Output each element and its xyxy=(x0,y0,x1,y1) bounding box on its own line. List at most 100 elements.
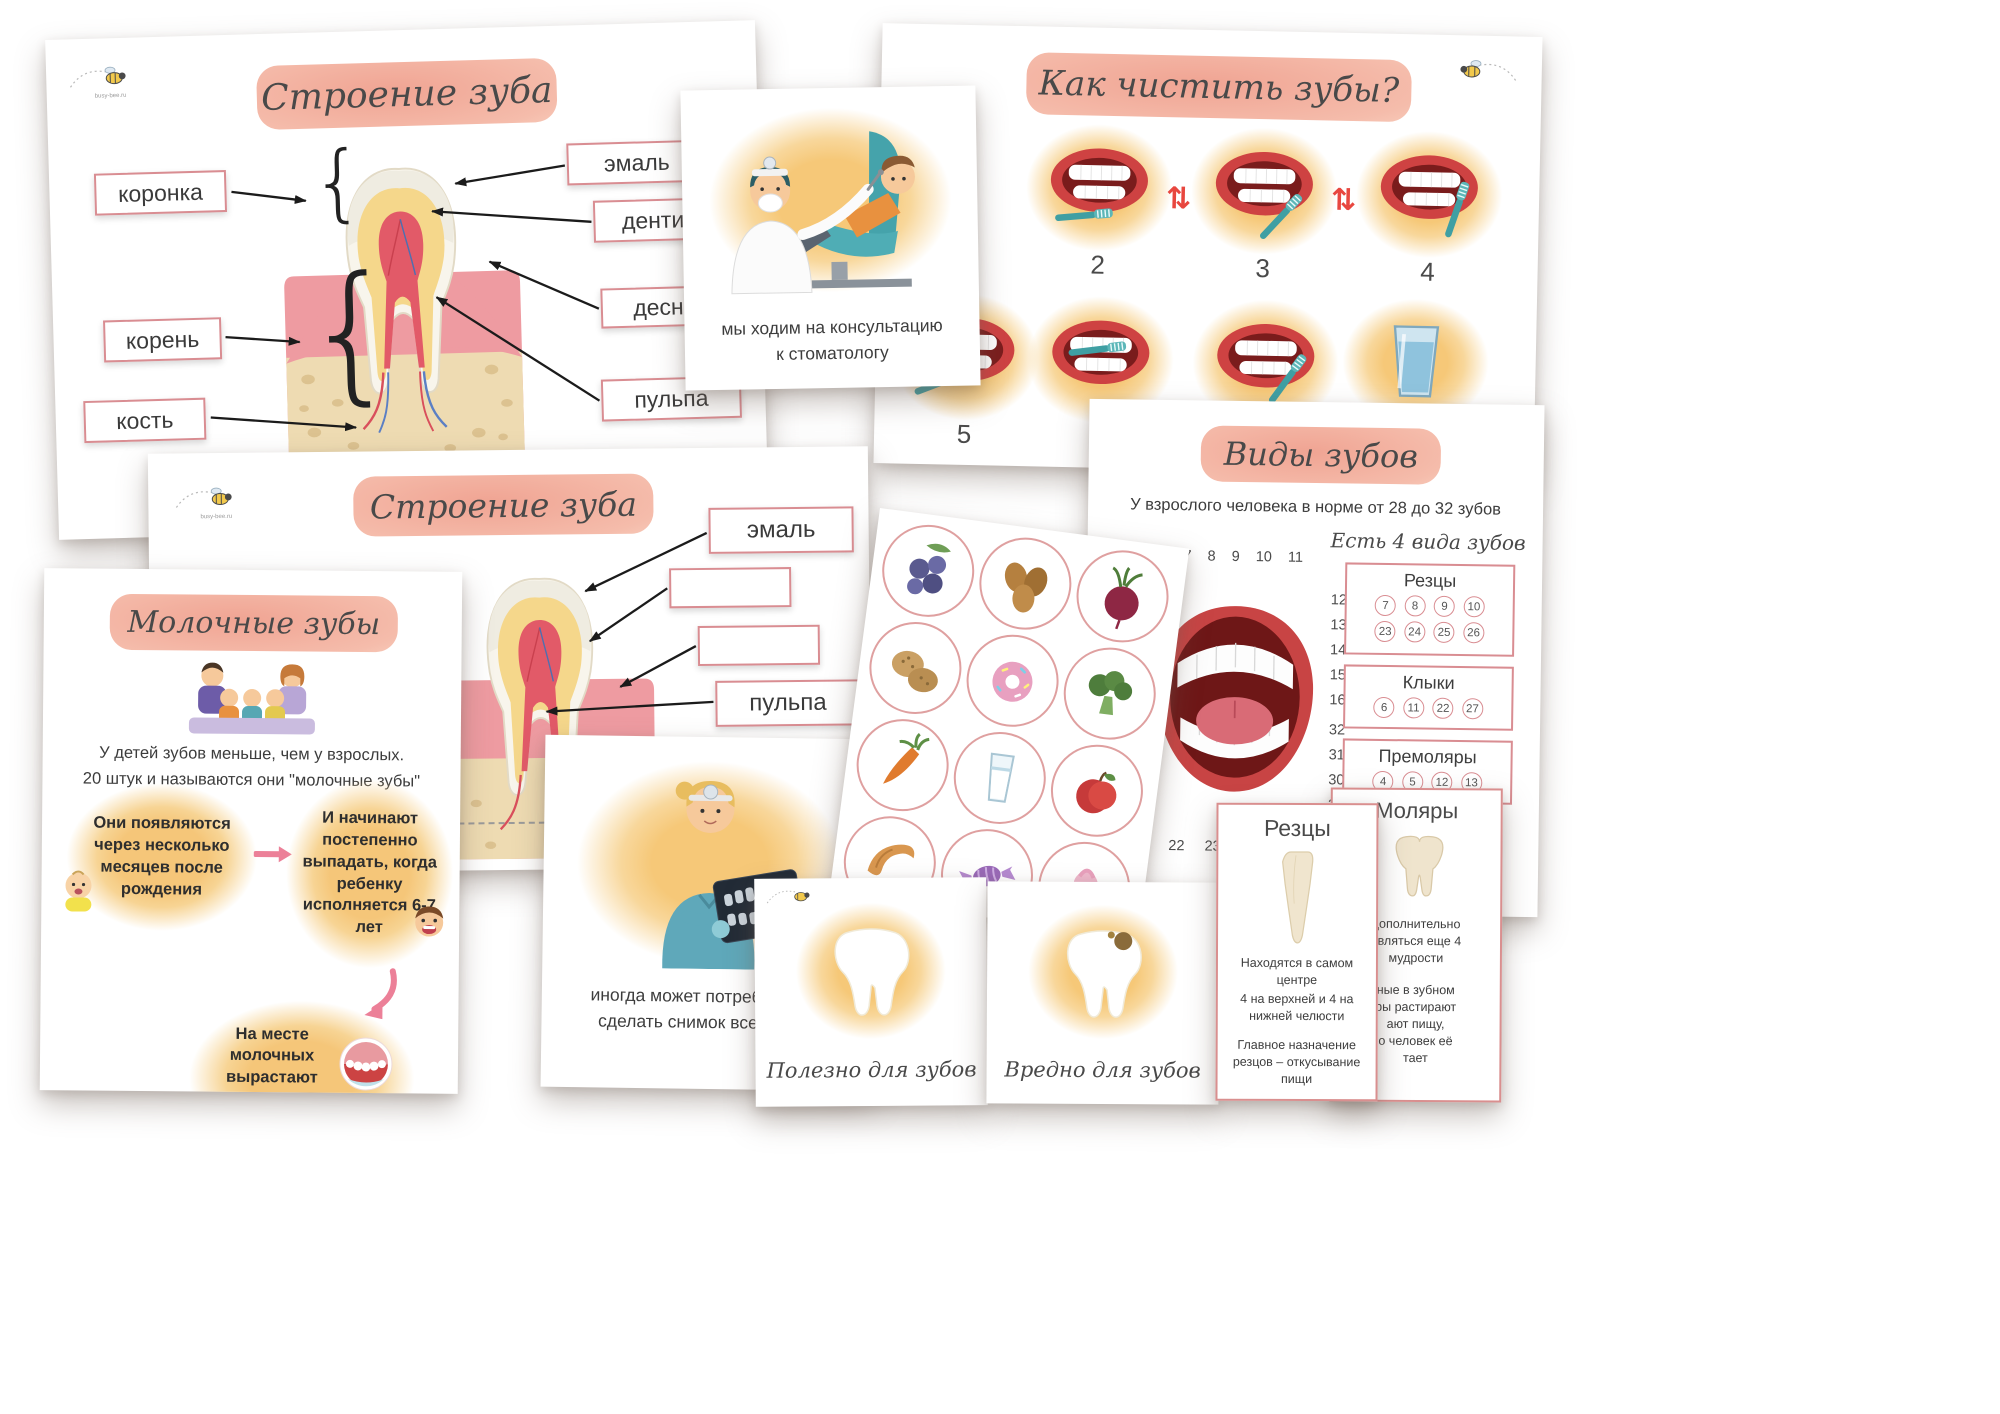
food-croissant xyxy=(838,810,942,914)
healthy-for-teeth-card: Полезно для зубов xyxy=(754,877,988,1107)
bee-logo: busy-bee.ru xyxy=(64,62,135,100)
poster-title-teeth-types: Виды зубов xyxy=(1200,425,1442,485)
poster-subtitle: У взрослого человека в норме от 28 до 32… xyxy=(1130,495,1502,519)
tooth-number-badge: 23 xyxy=(1374,620,1396,643)
mouth-toothbrush-icon xyxy=(1050,148,1148,222)
root-brace: { xyxy=(301,244,402,421)
tooth-number-badge: 8 xyxy=(1404,595,1426,617)
step-number: 3 xyxy=(1255,252,1271,284)
tooth-number-badge: 27 xyxy=(1461,698,1484,720)
bee-icon xyxy=(766,890,810,904)
nuts-icon xyxy=(1004,562,1048,613)
group-name: Премоляры xyxy=(1378,745,1477,768)
open-mouth-illustration xyxy=(1157,606,1314,792)
food-milk xyxy=(948,726,1052,830)
label-pulp: пульпа xyxy=(715,679,861,727)
food-carrot xyxy=(851,713,955,817)
brushing-step-illustration xyxy=(1186,123,1342,259)
bee-brand-text: busy-bee.ru xyxy=(94,92,127,100)
blob-text: Они появляются через несколько месяцев п… xyxy=(93,814,231,899)
tooth-number-badge: 6 xyxy=(1373,696,1395,719)
broccoli-icon xyxy=(1088,671,1133,716)
empty-answer-box xyxy=(697,624,821,667)
group-name: Резцы xyxy=(1403,570,1457,591)
healthy-caption: Полезно для зубов xyxy=(766,1057,977,1083)
harmful-caption: Вредно для зубов xyxy=(1004,1057,1201,1083)
incisors-text-line: Находятся в самом центре xyxy=(1240,955,1354,987)
food-grid xyxy=(829,508,1189,938)
water-glass-illustration xyxy=(1338,294,1494,430)
dentist-visit-card: мы ходим на консультацию к стоматологу xyxy=(680,85,981,391)
cookies-icon xyxy=(891,650,938,693)
step-number: 4 xyxy=(1420,256,1436,287)
brushing-step-illustration xyxy=(1351,127,1507,263)
boy-face-icon xyxy=(415,906,444,937)
carrot-icon xyxy=(883,732,930,784)
tooth-number-badge: 25 xyxy=(1433,621,1455,643)
mouth-toothbrush-icon xyxy=(1380,155,1478,238)
brush-direction-arrows-icon: ⇅ xyxy=(1165,181,1192,217)
brushing-step-illustration xyxy=(1023,292,1179,428)
group-incisors: Резцы 7 8 9 10 23 24 25 26 xyxy=(1344,562,1516,657)
bee-logo xyxy=(762,884,816,910)
worksheet-title-text: Строение зуба xyxy=(369,484,638,526)
bee-brand-text: busy-bee.ru xyxy=(200,513,233,521)
caption-line: мы ходим на консультацию xyxy=(721,315,943,339)
brushing-step-illustration xyxy=(1021,120,1177,256)
harmful-for-teeth-card: Вредно для зубов xyxy=(986,881,1220,1105)
intro-line: У детей зубов меньше, чем у взрослых. xyxy=(99,743,405,765)
bee-logo: busy-bee.ru xyxy=(170,483,240,521)
baby-face-icon xyxy=(65,870,92,912)
crown-brace: { xyxy=(309,132,367,232)
empty-answer-box xyxy=(669,567,792,609)
incisor-tooth-icon xyxy=(1282,851,1314,944)
molars-card: Моляры дополнительно являться еще 4 мудр… xyxy=(1329,787,1503,1103)
incisors-text-line: 4 на верхней и 4 на нижней челюсти xyxy=(1240,991,1354,1024)
poster-title-baby-teeth: Молочные зубы xyxy=(109,593,399,653)
tooth-number-badge: 11 xyxy=(1402,697,1425,719)
mouth-toothbrush-icon xyxy=(1052,320,1150,385)
decayed-tooth-icon xyxy=(1066,930,1142,1018)
healthy-tooth-icon xyxy=(834,928,910,1016)
label-root: корень xyxy=(103,317,223,363)
label-bone: кость xyxy=(83,397,207,444)
donut-icon xyxy=(992,661,1033,702)
poster-title-brushing: Как чистить зубы? xyxy=(1025,52,1413,123)
brushing-step-illustration xyxy=(1188,295,1344,431)
kinds-note: Есть 4 вида зубов xyxy=(1330,528,1526,555)
milk-glass-icon xyxy=(987,752,1015,803)
incisors-text-line: Главное назначение резцов – откусывание … xyxy=(1232,1037,1361,1086)
group-canines: Клыки 6 11 22 27 xyxy=(1343,664,1514,731)
food-blueberries xyxy=(876,519,980,623)
label-crown: коронка xyxy=(93,170,228,216)
tooth-number-badge: 9 xyxy=(1433,595,1456,617)
poster-title-text: Строение зуба xyxy=(260,69,553,119)
bee-icon xyxy=(175,487,232,508)
blueberries-icon xyxy=(907,543,951,595)
tooth-number-badge: 24 xyxy=(1403,621,1426,643)
food-products-card xyxy=(828,508,1190,938)
brush-direction-arrows-icon: ⇅ xyxy=(1330,182,1357,219)
beet-icon xyxy=(1104,566,1143,630)
dentist-caption: мы ходим на консультацию к стоматологу xyxy=(694,312,970,369)
step-number: 2 xyxy=(1090,249,1106,280)
bee-icon xyxy=(1460,60,1517,81)
bee-logo xyxy=(1451,55,1522,90)
poster-title-text: Виды зубов xyxy=(1223,434,1419,476)
baby-teeth-poster: Молочные зубы У детей зубов меньше, чем … xyxy=(39,568,463,1094)
mouth-toothbrush-icon xyxy=(1217,324,1315,404)
caption-line: к стоматологу xyxy=(776,342,889,365)
tooth-structure-diagram xyxy=(284,167,525,463)
mouth-toothbrush-icon xyxy=(1215,151,1313,239)
croissant-icon xyxy=(867,844,915,876)
water-glass-icon xyxy=(1393,325,1440,398)
worksheet-title: Строение зуба xyxy=(353,473,654,537)
food-apple xyxy=(1045,739,1149,843)
dentist-illustration xyxy=(731,131,915,295)
molar-tooth-icon xyxy=(1395,835,1444,897)
label-enamel: эмаль xyxy=(708,506,854,554)
bee-icon xyxy=(69,66,126,88)
step-number: 5 xyxy=(956,418,972,450)
mouth-with-teeth-icon xyxy=(339,1037,393,1091)
teeth-types-poster: Виды зубов У взрослого человека в норме … xyxy=(1082,398,1545,918)
